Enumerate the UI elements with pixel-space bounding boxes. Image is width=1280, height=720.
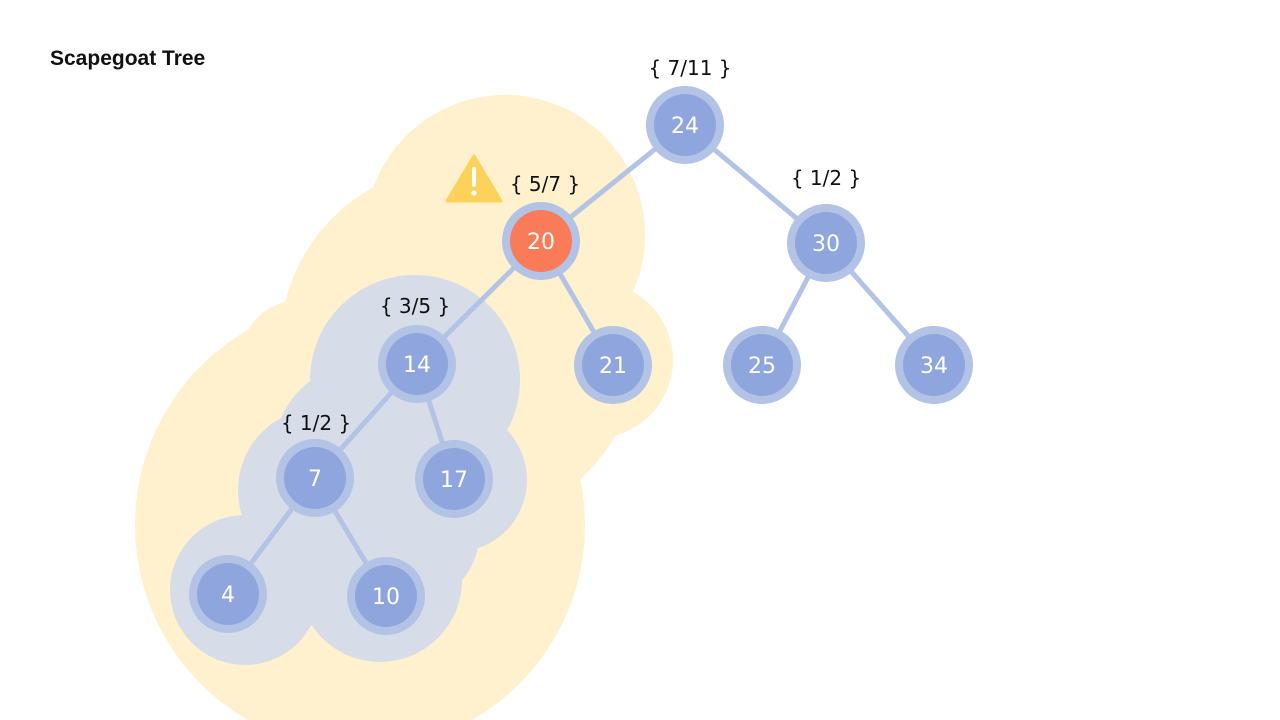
tree-node-25: 25 (723, 326, 801, 404)
tree-node-7: 7 (276, 439, 354, 517)
tree-node-4: 4 (189, 555, 267, 633)
ratio-label-24: { 7/11 } (648, 56, 731, 80)
node-fill (355, 565, 417, 627)
tree-node-17: 17 (415, 440, 493, 518)
node-fill (731, 334, 793, 396)
tree-nodes: 24 20 30 14 21 25 34 7 17 4 10 (189, 86, 973, 635)
ratio-label-14: { 3/5 } (380, 294, 450, 318)
tree-node-10: 10 (347, 557, 425, 635)
node-value: 24 (671, 114, 699, 139)
node-fill (386, 333, 448, 395)
tree-node-34: 34 (895, 326, 973, 404)
node-value: 10 (372, 585, 400, 610)
node-value: 7 (308, 467, 322, 492)
node-fill (654, 94, 716, 156)
warning-icon (445, 154, 503, 203)
node-value: 25 (748, 354, 776, 379)
node-value: 4 (221, 583, 235, 608)
node-value: 14 (403, 353, 431, 378)
node-value: 20 (527, 230, 555, 255)
ratio-label-20: { 5/7 } (510, 172, 580, 196)
node-value: 34 (920, 354, 948, 379)
node-fill (197, 563, 259, 625)
tree-node-30: 30 (787, 204, 865, 282)
node-fill (423, 448, 485, 510)
node-fill (284, 447, 346, 509)
ratio-label-7: { 1/2 } (281, 411, 351, 435)
page-title: Scapegoat Tree (50, 47, 206, 70)
tree-node-21: 21 (574, 326, 652, 404)
node-fill (582, 334, 644, 396)
tree-node-14: 14 (378, 325, 456, 403)
ratio-labels: { 7/11 } { 5/7 } { 1/2 } { 3/5 } { 1/2 } (281, 56, 861, 435)
node-value: 21 (599, 354, 627, 379)
node-value: 30 (812, 232, 840, 257)
tree-node-20: 20 (502, 202, 580, 280)
tree-node-24: 24 (646, 86, 724, 164)
scapegoat-node-fill (510, 210, 572, 272)
node-fill (903, 334, 965, 396)
ratio-label-30: { 1/2 } (791, 166, 861, 190)
node-value: 17 (440, 468, 468, 493)
node-fill (795, 212, 857, 274)
